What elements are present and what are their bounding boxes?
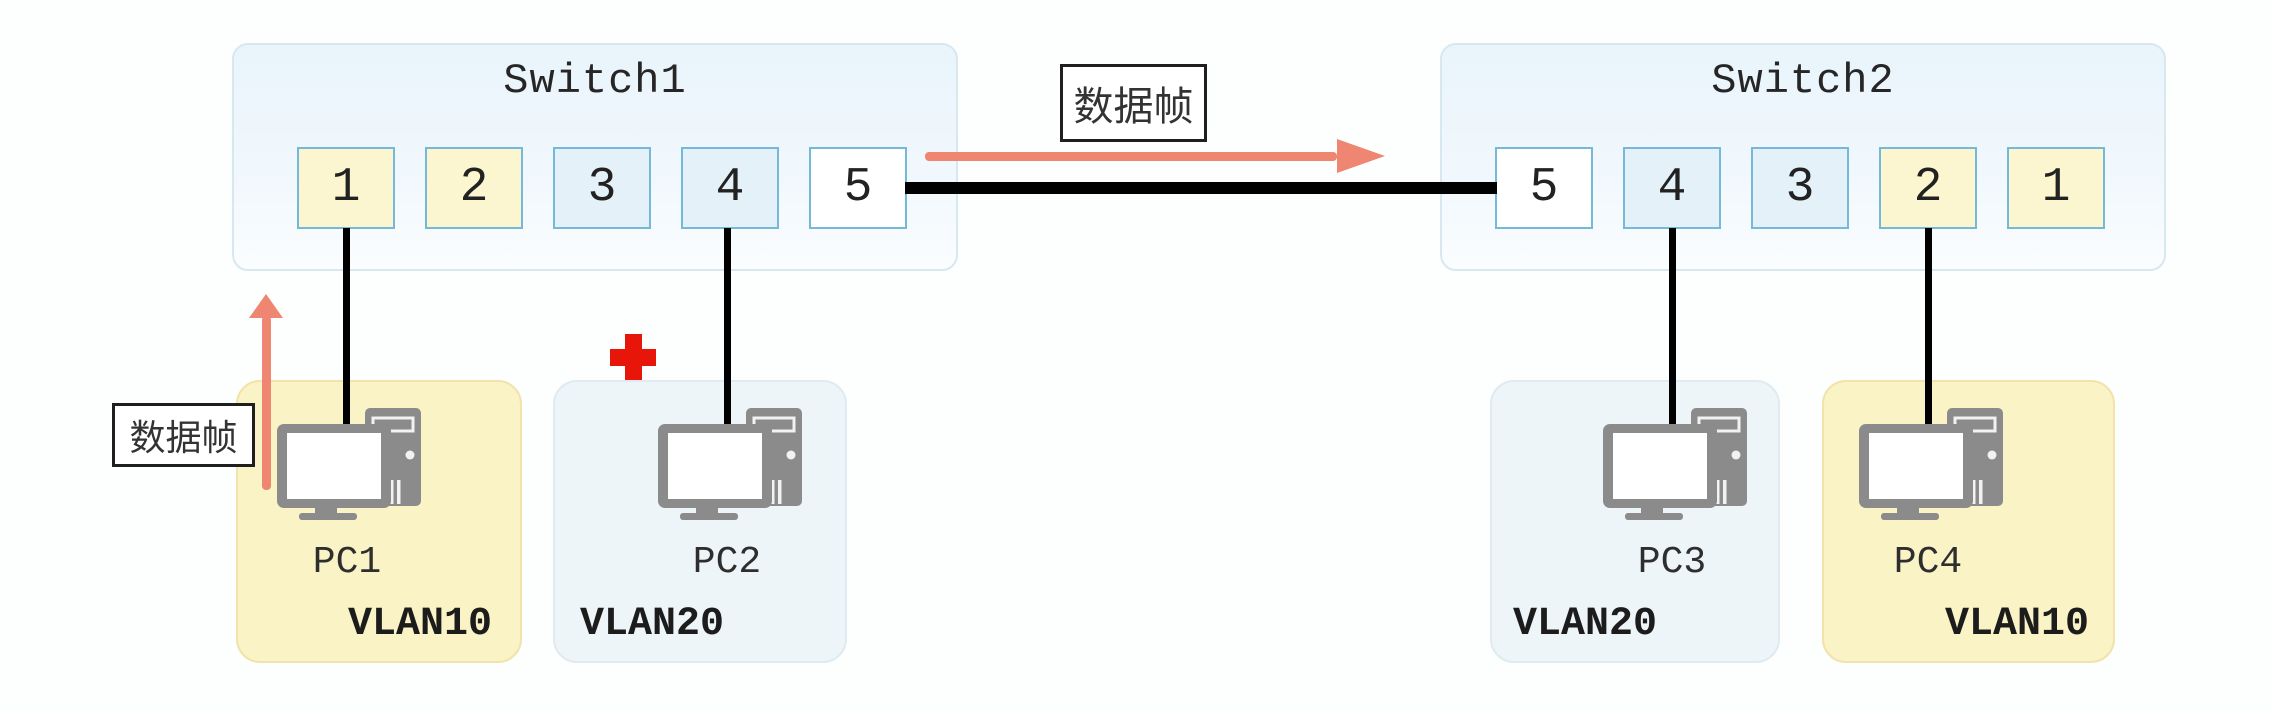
switch2-port-1: 1 bbox=[2007, 147, 2105, 229]
pc4-desktop-computer-icon bbox=[1859, 408, 2003, 520]
link-line-pc1 bbox=[343, 228, 350, 433]
switch1-port-1: 1 bbox=[297, 147, 395, 229]
pc2-vlan-badge: VLAN20 bbox=[580, 602, 725, 647]
pc1-name: PC1 bbox=[312, 541, 382, 584]
pc1-desktop-computer-icon bbox=[277, 408, 421, 520]
link-line-pc2 bbox=[724, 228, 731, 433]
right-arrow-shaft bbox=[925, 152, 1337, 161]
red-cross-icon bbox=[610, 334, 656, 380]
switch2-title: Switch2 bbox=[1711, 57, 1895, 105]
right-arrow-icon bbox=[1337, 139, 1385, 173]
up-arrow-shaft bbox=[262, 316, 271, 490]
switch2-port-2: 2 bbox=[1879, 147, 1977, 229]
switch2-port-5: 5 bbox=[1495, 147, 1593, 229]
pc4-vlan-badge: VLAN10 bbox=[1945, 602, 2090, 647]
pc3-vlan-badge: VLAN20 bbox=[1513, 602, 1658, 647]
switch2-port-4: 4 bbox=[1623, 147, 1721, 229]
pc2-desktop-computer-icon bbox=[658, 408, 802, 520]
switch1-port-4: 4 bbox=[681, 147, 779, 229]
switch1-port-5: 5 bbox=[809, 147, 907, 229]
switch1-port-2: 2 bbox=[425, 147, 523, 229]
pc4-name: PC4 bbox=[1893, 541, 1963, 584]
pc2-name: PC2 bbox=[692, 541, 762, 584]
pc3-desktop-computer-icon bbox=[1603, 408, 1747, 520]
up-arrow-icon bbox=[249, 294, 283, 318]
link-line-pc4 bbox=[1925, 228, 1932, 433]
data-frame-label-left: 数据帧 bbox=[112, 403, 255, 467]
data-frame-label-top: 数据帧 bbox=[1060, 64, 1207, 142]
link-line-pc3 bbox=[1669, 228, 1676, 433]
switch1-title: Switch1 bbox=[503, 57, 687, 105]
pc1-vlan-badge: VLAN10 bbox=[348, 602, 493, 647]
pc3-name: PC3 bbox=[1637, 541, 1707, 584]
trunk-link-line bbox=[905, 182, 1497, 194]
switch2-port-3: 3 bbox=[1751, 147, 1849, 229]
switch1-port-3: 3 bbox=[553, 147, 651, 229]
